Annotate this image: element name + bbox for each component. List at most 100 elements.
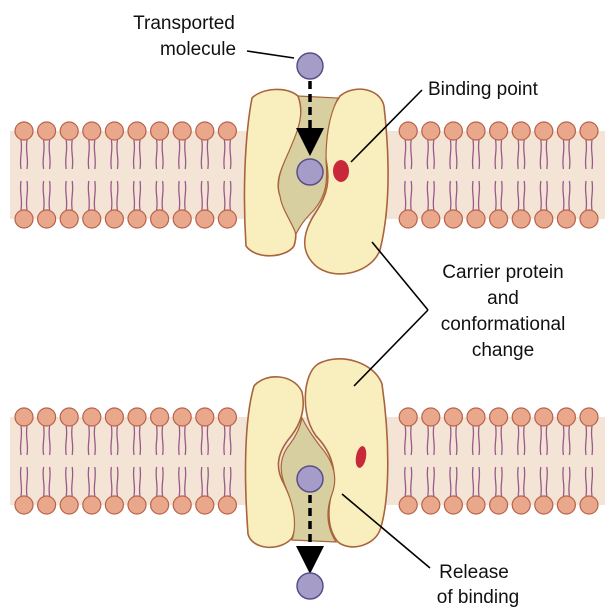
incoming-molecule (296, 52, 324, 80)
lipid-tail (471, 180, 475, 211)
lipid-tail (426, 180, 429, 211)
lipid-tail (116, 466, 119, 497)
lipid-tail (110, 139, 113, 170)
lipid-head (14, 121, 34, 141)
lipid-tail (539, 425, 542, 456)
lipid-tail (48, 139, 51, 170)
lipid-tail (477, 425, 481, 456)
labels: Transported molecule Binding point Carri… (133, 13, 565, 608)
lipid-tail (477, 139, 481, 170)
lipid-tail (432, 466, 435, 497)
lipid-tail (93, 180, 96, 211)
lipid-head (150, 209, 170, 229)
lipid-head (217, 495, 237, 515)
lipid-tail (25, 180, 29, 211)
lipid-tail (539, 139, 542, 170)
label-carrier-protein-line3: conformational (441, 314, 566, 335)
lipid-tail (110, 425, 113, 456)
lipid-tail (410, 425, 413, 456)
lipid-tail (65, 139, 68, 170)
lipid-head (466, 495, 486, 515)
lipid-tail (477, 180, 481, 211)
lipid-tail (93, 466, 96, 497)
lipid-head (59, 209, 79, 229)
lipid-tail (410, 180, 413, 211)
lipid-tail (116, 139, 119, 170)
lipid-head (443, 495, 463, 515)
lipid-tail (523, 466, 526, 497)
lipid-tail (178, 466, 181, 497)
lipid-tail (206, 425, 209, 456)
lipid-head (443, 209, 463, 229)
lipid-tail (426, 466, 429, 497)
lipid-head (172, 121, 192, 141)
lipid-tail (155, 139, 158, 170)
lipid-tail (584, 466, 588, 497)
lipid-tail (200, 425, 203, 456)
lipid-head (534, 209, 554, 229)
lipid-head (104, 495, 125, 515)
lipid-tail (590, 180, 594, 211)
lipid-head (398, 495, 418, 515)
lipid-tail (19, 425, 23, 456)
lipid-tail (19, 466, 23, 497)
lipid-tail (161, 466, 164, 497)
lipid-tail (404, 180, 407, 211)
lipid-tail (568, 425, 571, 456)
lipid-head (398, 209, 418, 229)
lipid-tail (132, 466, 136, 497)
lipid-tail (223, 466, 226, 497)
lipid-head (511, 407, 531, 427)
lipid-head (82, 121, 102, 141)
lipid-head (127, 121, 147, 141)
lipid-tail (426, 139, 429, 170)
lipid-tail (116, 425, 119, 456)
lipid-tail (471, 466, 475, 497)
lipid-tail (87, 466, 90, 497)
lipid-head (195, 495, 215, 515)
lipid-tail (523, 180, 526, 211)
lipid-tail (223, 180, 226, 211)
lipid-tail (71, 139, 74, 170)
lipid-tail (42, 180, 45, 211)
lipid-head (150, 495, 170, 515)
lipid-head (556, 495, 577, 515)
lipid-head (14, 209, 34, 229)
lipid-tail (184, 180, 187, 211)
lipid-head (579, 121, 599, 141)
lipid-head (59, 121, 79, 141)
lipid-head (217, 407, 237, 427)
lipid-tail (184, 425, 187, 456)
lipid-tail (471, 425, 475, 456)
label-transported-molecule-line1: Transported (133, 13, 235, 34)
lipid-tail (48, 425, 51, 456)
lipid-tail (93, 425, 96, 456)
lipid-tail (42, 425, 45, 456)
lipid-head (511, 209, 531, 229)
label-binding-point: Binding point (428, 79, 539, 100)
lipid-tail (229, 425, 232, 456)
lipid-tail (584, 425, 588, 456)
lipid-tail (178, 180, 181, 211)
lipid-tail (432, 180, 435, 211)
molecules (296, 52, 324, 600)
lipid-tail (517, 466, 520, 497)
lipid-tail (449, 180, 452, 211)
lipid-head (195, 121, 215, 141)
lipid-tail (545, 425, 548, 456)
lipid-tail (138, 466, 142, 497)
lipid-tail (494, 180, 497, 211)
lipid-tail (517, 425, 520, 456)
lipid-tail (161, 425, 164, 456)
lipid-tail (455, 139, 458, 170)
lipid-tail (65, 425, 68, 456)
lipid-tail (200, 180, 203, 211)
lipid-tail (545, 139, 548, 170)
label-release-of-binding-line1: Release (439, 562, 509, 583)
lipid-tail (206, 139, 209, 170)
lipid-tail (223, 139, 226, 170)
label-carrier-protein-line4: change (472, 340, 534, 361)
lipid-tail (65, 180, 68, 211)
lipid-tail (562, 180, 565, 211)
bottom-protein-right-subunit (304, 358, 389, 548)
